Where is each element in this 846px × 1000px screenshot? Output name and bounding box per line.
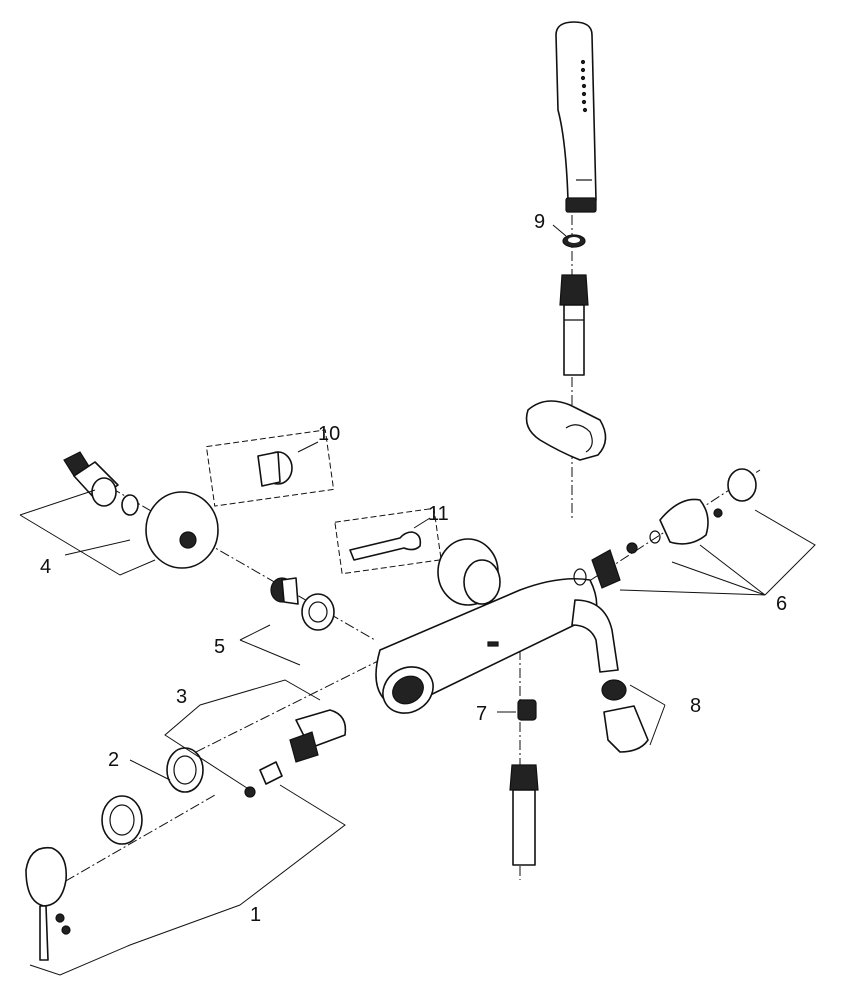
callout-6: 6 bbox=[776, 593, 787, 615]
callout-8: 8 bbox=[690, 695, 701, 717]
diverter-assembly bbox=[573, 468, 757, 589]
callout-1: 1 bbox=[250, 904, 261, 926]
inlet-connector-assembly bbox=[63, 451, 219, 569]
cartridge bbox=[244, 709, 347, 798]
callout-3: 3 bbox=[176, 686, 187, 708]
lever-handle bbox=[25, 846, 71, 961]
callout-labels: 1 2 3 4 5 6 7 8 9 10 11 bbox=[40, 211, 787, 926]
spray-nozzles bbox=[580, 59, 588, 113]
callout-4: 4 bbox=[40, 556, 51, 578]
bonnet-ring bbox=[166, 747, 204, 793]
bath-hose bbox=[509, 764, 539, 866]
wrench-tool bbox=[334, 507, 442, 575]
callout-10: 10 bbox=[318, 423, 340, 445]
hand-shower-seal bbox=[562, 234, 586, 248]
adapter-kit bbox=[205, 429, 335, 507]
flow-reducer bbox=[517, 699, 537, 721]
leader-lines bbox=[19, 224, 816, 976]
callout-2: 2 bbox=[108, 749, 119, 771]
eccentric-connector bbox=[270, 577, 335, 631]
callout-9: 9 bbox=[534, 211, 545, 233]
callout-5: 5 bbox=[214, 636, 225, 658]
callout-7: 7 bbox=[476, 703, 487, 725]
mixer-body bbox=[375, 538, 619, 714]
hand-shower bbox=[555, 21, 597, 213]
shower-hose bbox=[559, 274, 589, 376]
escutcheon-sleeve bbox=[101, 795, 143, 845]
bath-outlet-diverter bbox=[601, 679, 649, 753]
callout-11: 11 bbox=[428, 503, 449, 525]
shower-wall-holder bbox=[525, 400, 607, 461]
